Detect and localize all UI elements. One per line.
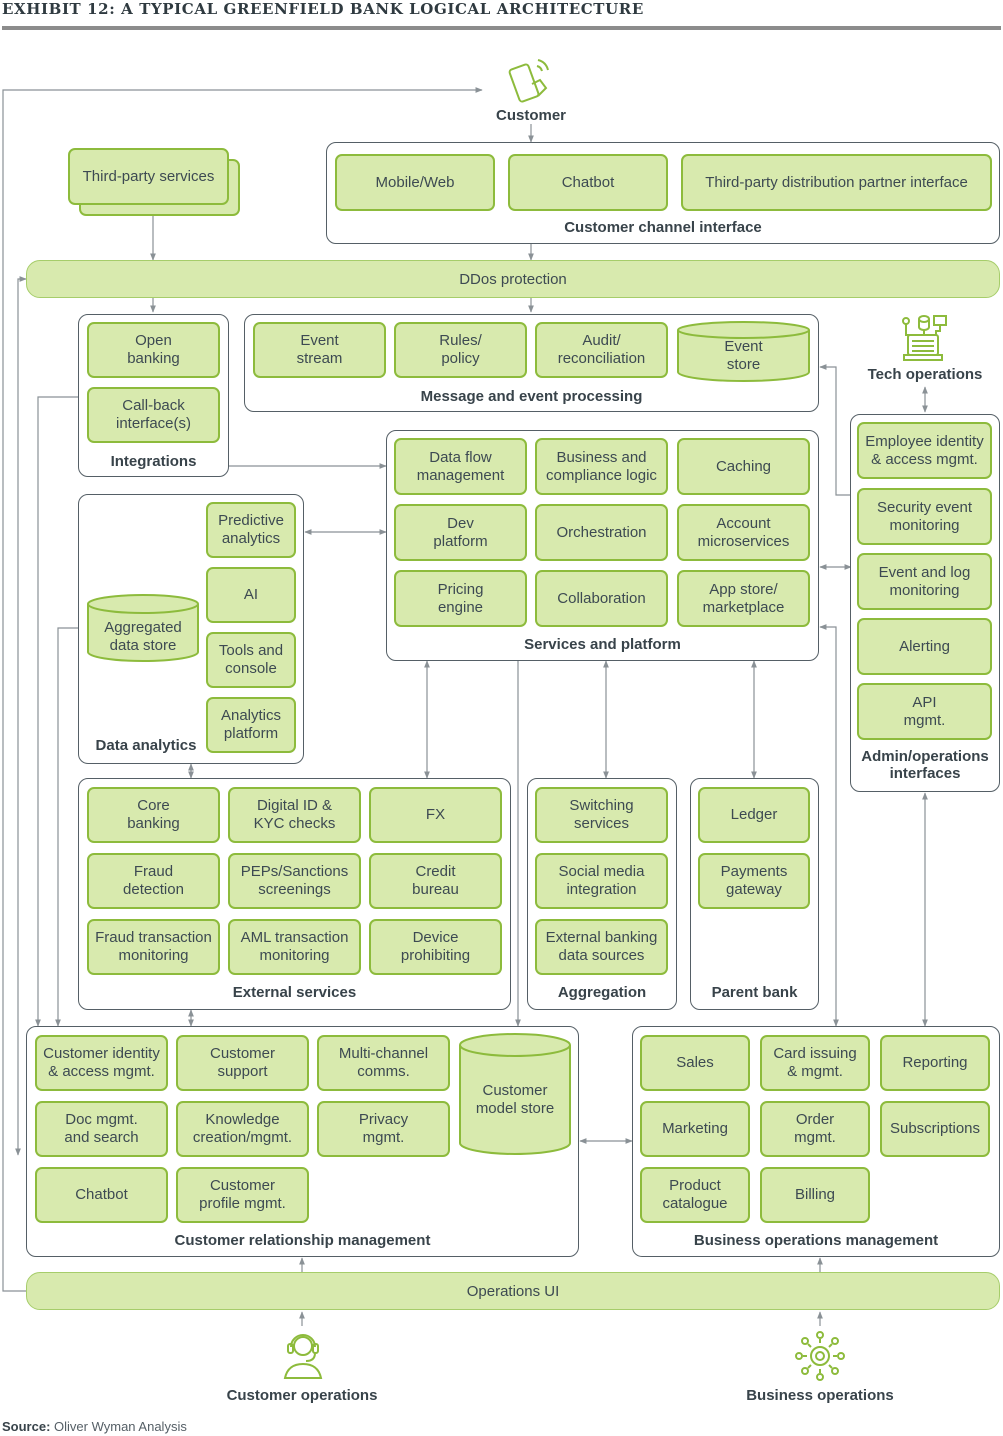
parent-payments-gateway: Payments gateway	[698, 853, 810, 909]
parent-ledger: Ledger	[698, 787, 810, 843]
admin-message	[819, 364, 851, 496]
customer-model-store-label: Customer model store	[475, 1082, 555, 1117]
bom-card-issuing: Card issuing & mgmt.	[760, 1035, 870, 1091]
event-store-cylinder: Event store	[676, 320, 811, 384]
aggregation-switching: Switching services	[535, 787, 668, 843]
bom-sales: Sales	[640, 1035, 750, 1091]
service-collaboration: Collaboration	[535, 570, 668, 627]
admin-event-log: Event and log monitoring	[857, 553, 992, 610]
ddos-protection-bar: DDos protection	[26, 260, 1000, 298]
external-fraud-detection: Fraud detection	[87, 853, 220, 909]
exhibit-title: EXHIBIT 12: A TYPICAL GREENFIELD BANK LO…	[2, 0, 644, 18]
tech-operations-icon	[902, 315, 947, 361]
service-app-store: App store/ marketplace	[677, 570, 810, 627]
analytics-ai: AI	[206, 567, 296, 623]
bom-billing: Billing	[760, 1167, 870, 1223]
message-rules-policy: Rules/ policy	[394, 322, 527, 378]
operations-ui-bar: Operations UI	[26, 1272, 1000, 1310]
admin-employee-identity: Employee identity & access mgmt.	[857, 422, 992, 479]
analytics-platform: Analytics platform	[206, 697, 296, 753]
source-label: Source:	[2, 1419, 51, 1434]
admin-security-event: Security event monitoring	[857, 488, 992, 545]
admin-api-mgmt: API mgmt.	[857, 683, 992, 740]
aggregation-social-media: Social media integration	[535, 853, 668, 909]
integrations-label: Integrations	[110, 453, 197, 470]
left-rail-ddos	[15, 276, 27, 1156]
service-caching: Caching	[677, 438, 810, 495]
bom-product-catalogue: Product catalogue	[640, 1167, 750, 1223]
external-credit-bureau: Credit bureau	[369, 853, 502, 909]
external-fx: FX	[369, 787, 502, 843]
source-note: Source: Oliver Wyman Analysis	[2, 1419, 187, 1434]
channel-third-party-partner: Third-party distribution partner interfa…	[681, 154, 992, 211]
bom-reporting: Reporting	[880, 1035, 990, 1091]
analytics-tools-console: Tools and console	[206, 632, 296, 688]
bom-label: Business operations management	[693, 1232, 939, 1249]
source-text: Oliver Wyman Analysis	[54, 1419, 187, 1434]
integration-open-banking: Open banking	[87, 322, 220, 378]
external-services-label: External services	[232, 984, 357, 1001]
aggregated-store-label: Aggregated data store	[104, 619, 182, 654]
external-aml-transaction: AML transaction monitoring	[228, 919, 361, 975]
message-audit-reconciliation: Audit/ reconciliation	[535, 322, 668, 378]
crm-customer-support: Customer support	[176, 1035, 309, 1091]
gear-network-icon	[795, 1331, 845, 1381]
crm-privacy: Privacy mgmt.	[317, 1101, 450, 1157]
external-fraud-transaction: Fraud transaction monitoring	[87, 919, 220, 975]
tech-operations-label: Tech operations	[867, 366, 983, 383]
loop-line	[2, 87, 483, 1292]
customer-model-store-cylinder: Customer model store	[458, 1031, 572, 1157]
mobile-phone-icon	[508, 59, 549, 103]
crm-chatbot: Chatbot	[35, 1167, 168, 1223]
headset-agent-icon	[283, 1334, 323, 1379]
service-data-flow: Data flow management	[394, 438, 527, 495]
event-store-label: Event store	[724, 338, 763, 373]
analytics-to-crm	[55, 627, 78, 1027]
analytics-predictive: Predictive analytics	[206, 502, 296, 558]
parent-bank-label: Parent bank	[711, 984, 798, 1001]
services-to-bom	[819, 624, 839, 1027]
crm-label: Customer relationship management	[174, 1232, 431, 1249]
service-dev-platform: Dev platform	[394, 504, 527, 561]
crm-knowledge: Knowledge creation/mgmt.	[176, 1101, 309, 1157]
bom-order-mgmt: Order mgmt.	[760, 1101, 870, 1157]
bom-subscriptions: Subscriptions	[880, 1101, 990, 1157]
integration-call-back: Call-back interface(s)	[87, 387, 220, 443]
crm-customer-profile: Customer profile mgmt.	[176, 1167, 309, 1223]
external-core-banking: Core banking	[87, 787, 220, 843]
channel-chatbot: Chatbot	[508, 154, 668, 211]
aggregated-store-cylinder: Aggregated data store	[86, 592, 200, 664]
message-event-stream: Event stream	[253, 322, 386, 378]
aggregation-external-banking: External banking data sources	[535, 919, 668, 975]
data-analytics-label: Data analytics	[95, 737, 197, 754]
service-pricing-engine: Pricing engine	[394, 570, 527, 627]
crm-customer-identity: Customer identity & access mgmt.	[35, 1035, 168, 1091]
customer-operations-label: Customer operations	[226, 1387, 378, 1404]
service-orchestration: Orchestration	[535, 504, 668, 561]
customer-channel-label: Customer channel interface	[564, 219, 762, 236]
customer-label: Customer	[495, 107, 566, 124]
service-business-compliance: Business and compliance logic	[535, 438, 668, 495]
third-party-services: Third-party services	[68, 148, 229, 205]
crm-doc-mgmt: Doc mgmt. and search	[35, 1101, 168, 1157]
admin-operations-label: Admin/operations interfaces	[861, 748, 989, 782]
crm-multi-channel: Multi-channel comms.	[317, 1035, 450, 1091]
admin-alerting: Alerting	[857, 618, 992, 675]
message-event-label: Message and event processing	[420, 388, 643, 405]
services-platform-label: Services and platform	[524, 636, 681, 653]
service-account-microservices: Account microservices	[677, 504, 810, 561]
business-operations-label: Business operations	[746, 1387, 894, 1404]
channel-mobile-web: Mobile/Web	[335, 154, 495, 211]
aggregation-label: Aggregation	[557, 984, 647, 1001]
title-rule	[2, 26, 1001, 30]
external-device-prohibiting: Device prohibiting	[369, 919, 502, 975]
bom-marketing: Marketing	[640, 1101, 750, 1157]
integrations-to-crm	[35, 396, 78, 1027]
external-peps-sanctions: PEPs/Sanctions screenings	[228, 853, 361, 909]
external-digital-id: Digital ID & KYC checks	[228, 787, 361, 843]
